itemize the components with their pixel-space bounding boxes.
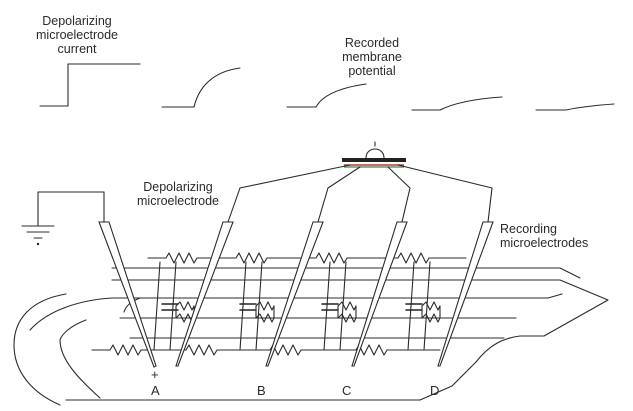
depolarizing-microelectrode <box>98 221 157 368</box>
external-resistor-chain <box>147 252 467 264</box>
recorded-potential-trace-4 <box>535 103 615 111</box>
recording-microelectrode-d <box>351 221 408 367</box>
label-depolarizing-current: Depolarizing microelectrode current <box>36 14 118 56</box>
electrode-label-c: C <box>342 383 352 398</box>
depolarizing-current-step-trace <box>39 63 141 107</box>
label-depolarizing-microelectrode: Depolarizing microelectrode <box>137 180 219 208</box>
membrane-rc-segment-2 <box>239 261 275 351</box>
label-recorded-membrane-potential: Recorded membrane potential <box>342 36 402 78</box>
plus-sign: + <box>151 367 159 382</box>
electrode-label-a: A <box>151 383 160 398</box>
recording-microelectrode-b <box>175 221 234 367</box>
membrane-rc-segment-3 <box>321 261 357 351</box>
membrane-rc-segment-4 <box>405 261 441 351</box>
recorded-potential-trace-3 <box>411 96 503 111</box>
recorded-potential-trace-2 <box>286 83 367 108</box>
internal-resistor-chain <box>91 344 441 356</box>
recording-wires <box>227 164 493 223</box>
electrode-label-b: B <box>257 383 266 398</box>
electrode-label-d: D <box>430 383 440 398</box>
membrane-rc-segment-1 <box>153 261 195 351</box>
recorded-potential-trace-1 <box>161 67 241 108</box>
recording-microelectrode-e <box>437 221 494 367</box>
recording-microelectrode-c <box>265 221 324 367</box>
label-recording-microelectrodes: Recording microelectrodes <box>500 222 589 250</box>
oscilloscope-icon <box>342 141 406 168</box>
ground-symbol-icon <box>21 191 105 246</box>
axon-cylinder <box>13 267 609 406</box>
